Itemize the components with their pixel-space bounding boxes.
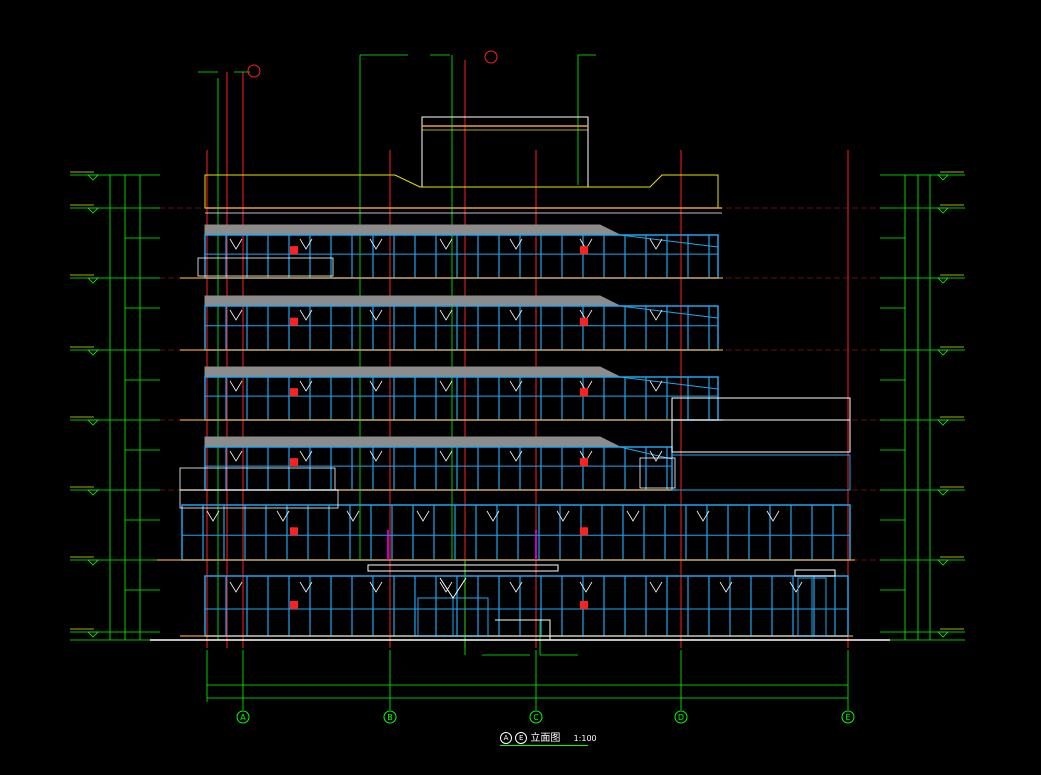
axis-bubble-labels: A B C D E (240, 713, 850, 722)
glazing-frame-4 (181, 504, 851, 561)
opening-mark-3 (369, 450, 383, 462)
opening-mark-5 (649, 581, 663, 593)
opening-mark-4 (206, 510, 220, 522)
opening-mark-4 (626, 510, 640, 522)
opening-mark-4 (276, 510, 290, 522)
opening-mark-2 (649, 380, 663, 392)
roof-slab-2 (204, 366, 621, 378)
opening-mark-0 (229, 238, 243, 250)
slope-line-2 (619, 376, 719, 390)
roof-machine-room (421, 116, 589, 188)
opening-mark-5 (369, 581, 383, 593)
glazing-frame-1 (204, 305, 719, 351)
opening-mark-2 (509, 380, 523, 392)
glazing-frame-2 (204, 376, 719, 421)
opening-mark-0 (509, 238, 523, 250)
axis-label-a: A (240, 713, 246, 722)
fire-hatch-5 (290, 601, 298, 609)
opening-mark-2 (299, 380, 313, 392)
axis-bubbles (236, 710, 855, 724)
fire-hatch-3 (580, 458, 588, 467)
fire-hatch-4 (580, 527, 588, 536)
parapet (204, 174, 722, 214)
opening-mark-0 (369, 238, 383, 250)
roof-slab-3 (204, 436, 621, 448)
fire-hatch-1 (290, 317, 298, 326)
caption-title: 立面图 (530, 733, 561, 744)
balcony-railings (179, 257, 676, 509)
opening-mark-2 (229, 380, 243, 392)
opening-mark-3 (299, 450, 313, 462)
opening-mark-4 (556, 510, 570, 522)
fire-hatch-3 (290, 458, 298, 467)
opening-mark-0 (299, 238, 313, 250)
slope-line-1 (619, 305, 719, 319)
fire-hatch-4 (290, 527, 298, 536)
opening-mark-0 (439, 238, 453, 250)
floor-bands (157, 224, 855, 637)
opening-mark-3 (509, 450, 523, 462)
opening-mark-5 (229, 581, 243, 593)
axis-label-d: D (678, 713, 684, 722)
opening-mark-5 (439, 581, 453, 593)
fire-hatch-0 (580, 246, 588, 255)
opening-mark-5 (789, 581, 803, 593)
bottom-dimensions (206, 650, 849, 710)
glazing-frame-0 (204, 234, 719, 279)
fire-hatch-2 (580, 388, 588, 397)
opening-mark-4 (346, 510, 360, 522)
roof-slab-1 (204, 295, 621, 307)
opening-mark-1 (229, 309, 243, 321)
opening-mark-5 (719, 581, 733, 593)
left-dimension-column (70, 171, 160, 641)
opening-mark-3 (439, 450, 453, 462)
opening-mark-1 (299, 309, 313, 321)
opening-mark-4 (416, 510, 430, 522)
ground-line (150, 635, 890, 641)
fire-hatch-1 (580, 317, 588, 326)
fire-hatch-2 (290, 388, 298, 397)
caption-axis-from: A (500, 732, 512, 744)
axis-label-e: E (845, 713, 850, 722)
caption-scale: 1:100 (573, 734, 597, 743)
opening-mark-1 (369, 309, 383, 321)
axis-label-b: B (387, 713, 393, 722)
fire-hatch-0 (290, 246, 298, 255)
section-marks (247, 50, 498, 78)
opening-mark-1 (439, 309, 453, 321)
opening-mark-5 (579, 581, 593, 593)
opening-mark-2 (439, 380, 453, 392)
opening-mark-0 (649, 238, 663, 250)
slope-line-0 (619, 234, 719, 248)
fire-hatch-5 (580, 601, 588, 609)
opening-mark-5 (509, 581, 523, 593)
opening-mark-3 (649, 450, 663, 462)
callout-leaders (198, 54, 596, 656)
opening-mark-2 (369, 380, 383, 392)
entrance (367, 530, 836, 640)
roof-slab-0 (204, 224, 621, 236)
caption-axis-to: E (515, 732, 528, 744)
right-dimension-column (880, 171, 965, 641)
axis-label-c: C (533, 713, 539, 722)
opening-mark-1 (509, 309, 523, 321)
caption-underline (500, 745, 588, 746)
glazing-frame-3 (204, 446, 673, 491)
opening-mark-4 (696, 510, 710, 522)
opening-mark-4 (766, 510, 780, 522)
right-wing (671, 397, 851, 491)
opening-mark-4 (486, 510, 500, 522)
drawing-caption: A E 立面图 1:100 (500, 729, 620, 747)
opening-mark-1 (649, 309, 663, 321)
opening-mark-3 (229, 450, 243, 462)
opening-mark-5 (299, 581, 313, 593)
